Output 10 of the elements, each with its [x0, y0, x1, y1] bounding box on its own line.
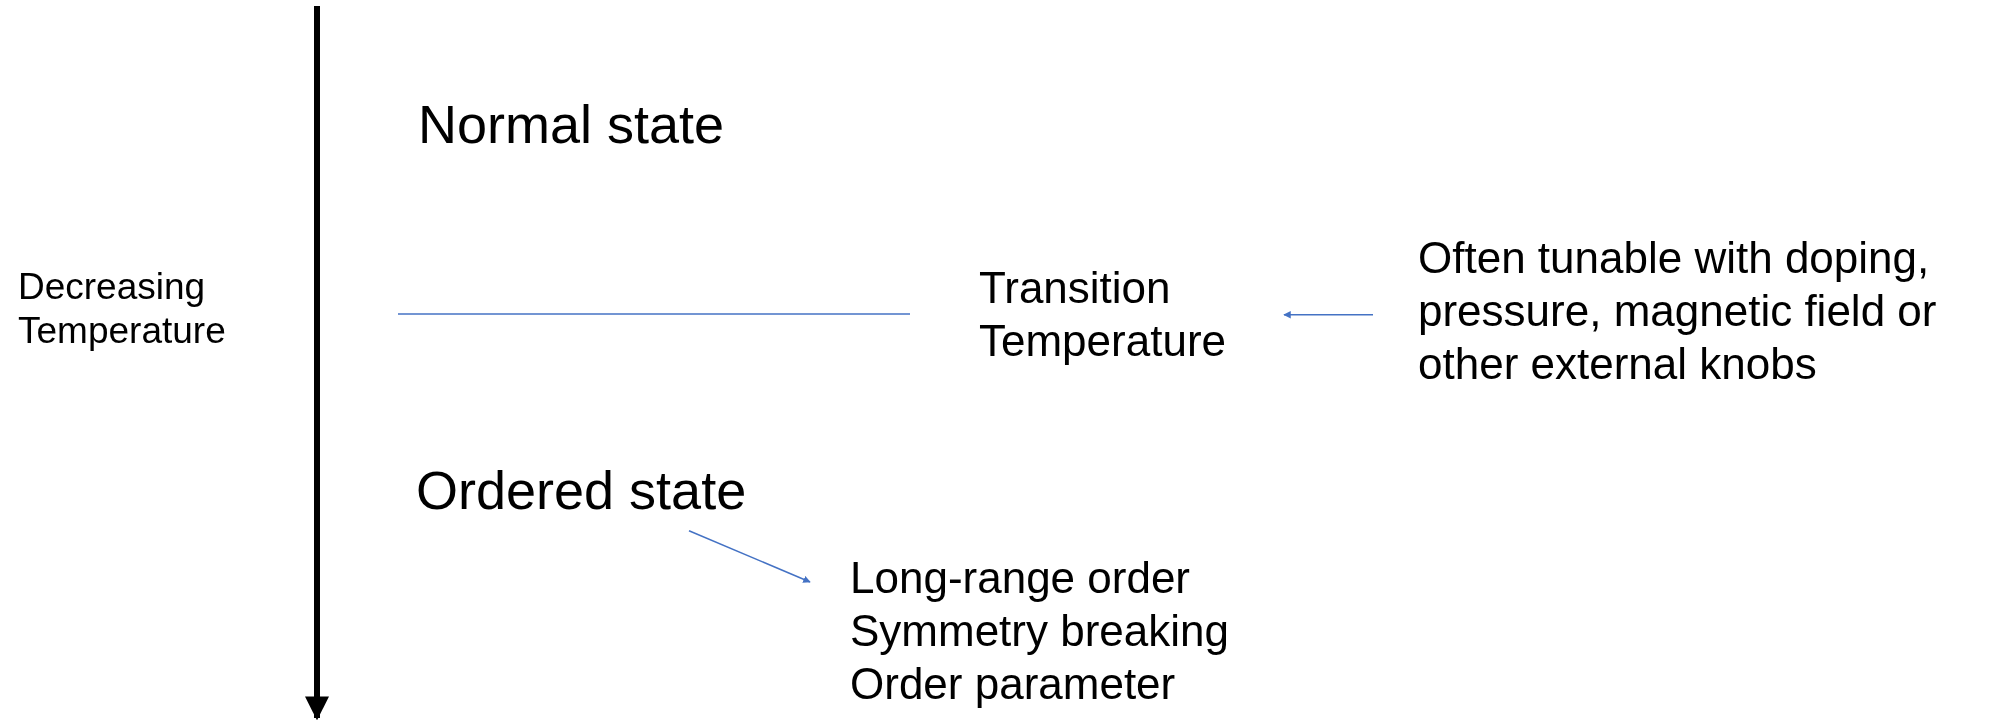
state-heading: Normal state [418, 92, 725, 157]
list-item: Symmetry breaking [850, 604, 1229, 657]
state-heading: Ordered state [416, 458, 747, 523]
list-item: Order parameter [850, 657, 1177, 710]
arrow [688, 530, 811, 583]
axis-label: Decreasing Temperature [18, 265, 227, 354]
note-text: Often tunable with doping, pressure, magnetic field or other external knobs [1418, 232, 1988, 391]
arrow [1283, 311, 1374, 319]
list-item: Long-range order [850, 552, 1191, 604]
transition-label: Transition Temperature [979, 262, 1279, 368]
